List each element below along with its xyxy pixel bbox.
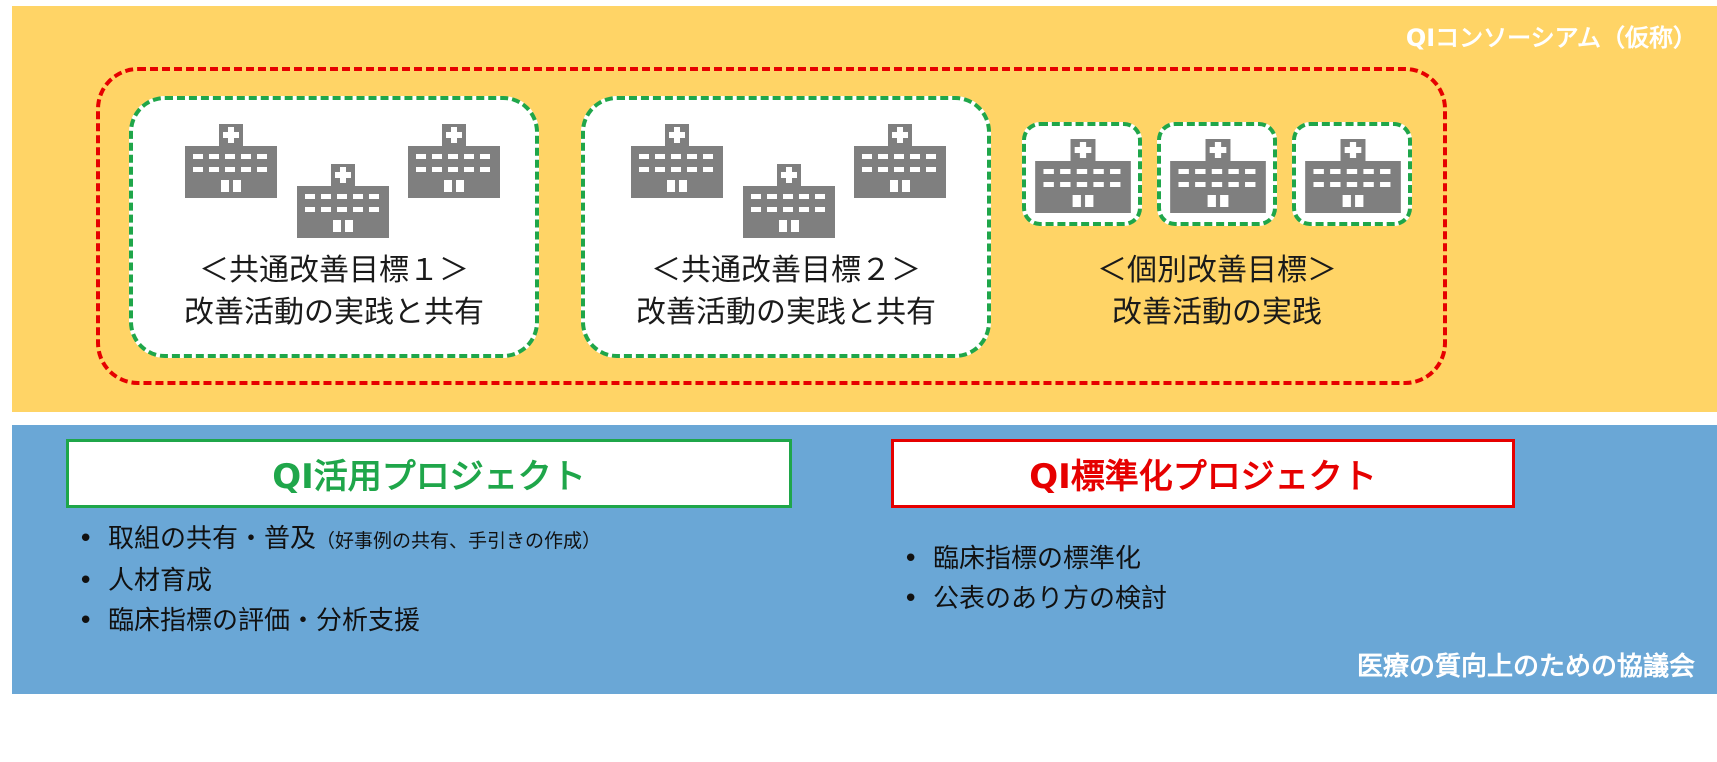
council-name: 医療の質向上のための協議会	[1356, 652, 1695, 682]
common-goal-2-title: ＜共通改善目標２＞	[651, 253, 921, 288]
hospital-building-icon	[739, 162, 839, 238]
consortium-title: QIコンソーシアム（仮称）	[1405, 24, 1697, 52]
qi-standardization-project-title: QI標準化プロジェクト	[891, 439, 1515, 508]
hospital-building-icon	[1031, 137, 1135, 213]
hospital-building-icon	[293, 162, 393, 238]
list-item: 人材育成	[82, 561, 601, 601]
individual-goal-activity: 改善活動の実践	[1112, 295, 1322, 330]
common-goal-1-title: ＜共通改善目標１＞	[199, 253, 469, 288]
qi-standardization-project-list: 臨床指標の標準化 公表のあり方の検討	[907, 539, 1167, 619]
list-item: 臨床指標の評価・分析支援	[82, 601, 601, 641]
consortium-boundary	[96, 67, 1447, 385]
hospital-building-icon	[1301, 137, 1405, 213]
hospital-building-icon	[850, 122, 950, 198]
list-item: 公表のあり方の検討	[907, 579, 1167, 619]
individual-goal-title: ＜個別改善目標＞	[1097, 253, 1337, 288]
individual-goal-caption: ＜個別改善目標＞ 改善活動の実践	[1027, 250, 1407, 334]
common-goal-1-caption: ＜共通改善目標１＞ 改善活動の実践と共有	[139, 250, 529, 334]
hospital-building-icon	[1166, 137, 1270, 213]
list-item: 臨床指標の標準化	[907, 539, 1167, 579]
qi-utilization-project-list: 取組の共有・普及（好事例の共有、手引きの作成） 人材育成 臨床指標の評価・分析支…	[82, 519, 601, 641]
hospital-building-icon	[181, 122, 281, 198]
qi-utilization-project-title: QI活用プロジェクト	[66, 439, 792, 508]
common-goal-2-activity: 改善活動の実践と共有	[636, 295, 936, 330]
list-item: 取組の共有・普及（好事例の共有、手引きの作成）	[82, 519, 601, 561]
hospital-building-icon	[627, 122, 727, 198]
hospital-building-icon	[404, 122, 504, 198]
common-goal-1-activity: 改善活動の実践と共有	[184, 295, 484, 330]
common-goal-2-caption: ＜共通改善目標２＞ 改善活動の実践と共有	[591, 250, 981, 334]
